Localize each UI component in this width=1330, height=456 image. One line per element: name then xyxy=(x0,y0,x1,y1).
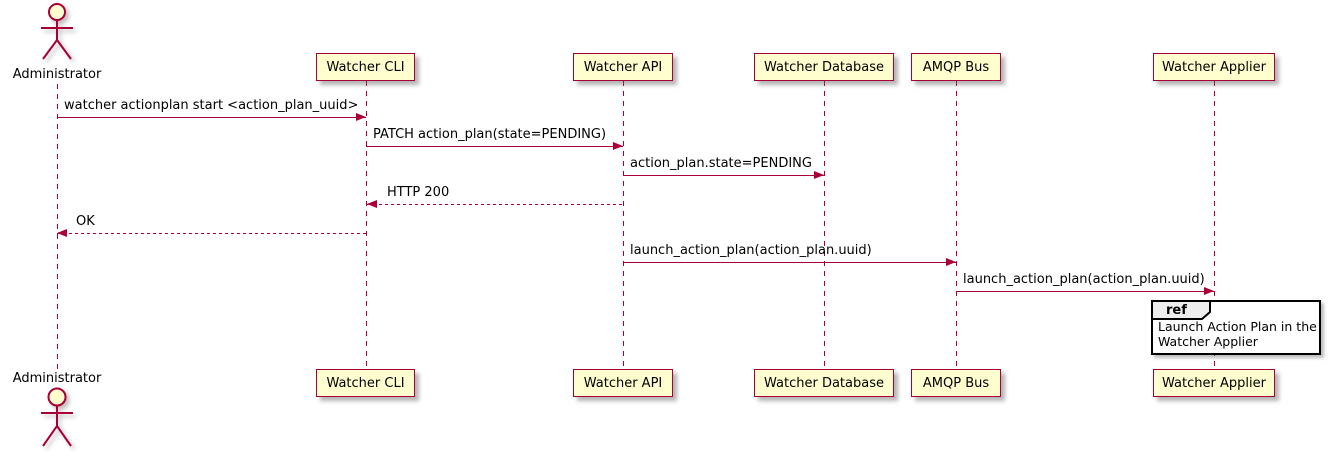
ref-fragment: ref Launch Action Plan in the Watcher Ap… xyxy=(1151,300,1321,355)
participant-watcher-applier-bottom: Watcher Applier xyxy=(1153,369,1275,397)
administrator-actor-icon xyxy=(41,3,73,60)
participant-amqp-bus-top: AMQP Bus xyxy=(911,53,1001,81)
message-line xyxy=(623,262,956,264)
lifeline-watcher-database xyxy=(824,81,825,369)
lifeline-watcher-api xyxy=(623,81,624,369)
participant-watcher-database-bottom: Watcher Database xyxy=(754,369,894,397)
arrowhead-left-icon xyxy=(57,229,67,237)
participant-watcher-api-bottom: Watcher API xyxy=(573,369,673,397)
message-label: launch_action_plan(action_plan.uuid) xyxy=(630,243,872,258)
message-label: PATCH action_plan(state=PENDING) xyxy=(373,127,607,142)
message-label: OK xyxy=(76,214,95,229)
message-label: HTTP 200 xyxy=(387,185,450,200)
message-label: watcher actionplan start <action_plan_uu… xyxy=(64,98,359,113)
participant-amqp-bus-bottom: AMQP Bus xyxy=(911,369,1001,397)
arrowhead-right-icon xyxy=(814,171,824,179)
arrowhead-right-icon xyxy=(1204,287,1214,295)
ref-tab-label: ref xyxy=(1166,303,1187,318)
participant-watcher-api-top: Watcher API xyxy=(573,53,673,81)
participant-watcher-applier-top: Watcher Applier xyxy=(1153,53,1275,81)
message-line xyxy=(956,291,1214,293)
participant-watcher-cli-bottom: Watcher CLI xyxy=(316,369,415,397)
arrowhead-right-icon xyxy=(356,113,366,121)
ref-text-line1: Launch Action Plan in the xyxy=(1158,319,1317,334)
arrowhead-left-icon xyxy=(367,200,377,208)
ref-text-line2: Watcher Applier xyxy=(1158,333,1258,349)
administrator-label-top: Administrator xyxy=(12,67,102,82)
message-line xyxy=(623,175,824,177)
administrator-actor-icon-bottom xyxy=(41,387,73,447)
lifeline-amqp-bus xyxy=(956,81,957,369)
message-line xyxy=(57,117,366,119)
ref-tab-icon xyxy=(1151,300,1211,320)
lifeline-watcher-applier xyxy=(1214,81,1215,369)
participant-watcher-database-top: Watcher Database xyxy=(754,53,894,81)
message-label: launch_action_plan(action_plan.uuid) xyxy=(963,272,1205,287)
arrowhead-right-icon xyxy=(946,258,956,266)
message-line xyxy=(367,204,623,206)
participant-watcher-cli-top: Watcher CLI xyxy=(316,53,415,81)
arrowhead-right-icon xyxy=(613,142,623,150)
message-line xyxy=(366,146,623,148)
lifeline-administrator xyxy=(57,84,58,370)
message-line xyxy=(57,233,367,235)
message-label: action_plan.state=PENDING xyxy=(630,156,812,171)
lifeline-watcher-cli xyxy=(366,81,367,369)
administrator-label-bottom: Administrator xyxy=(12,371,102,386)
